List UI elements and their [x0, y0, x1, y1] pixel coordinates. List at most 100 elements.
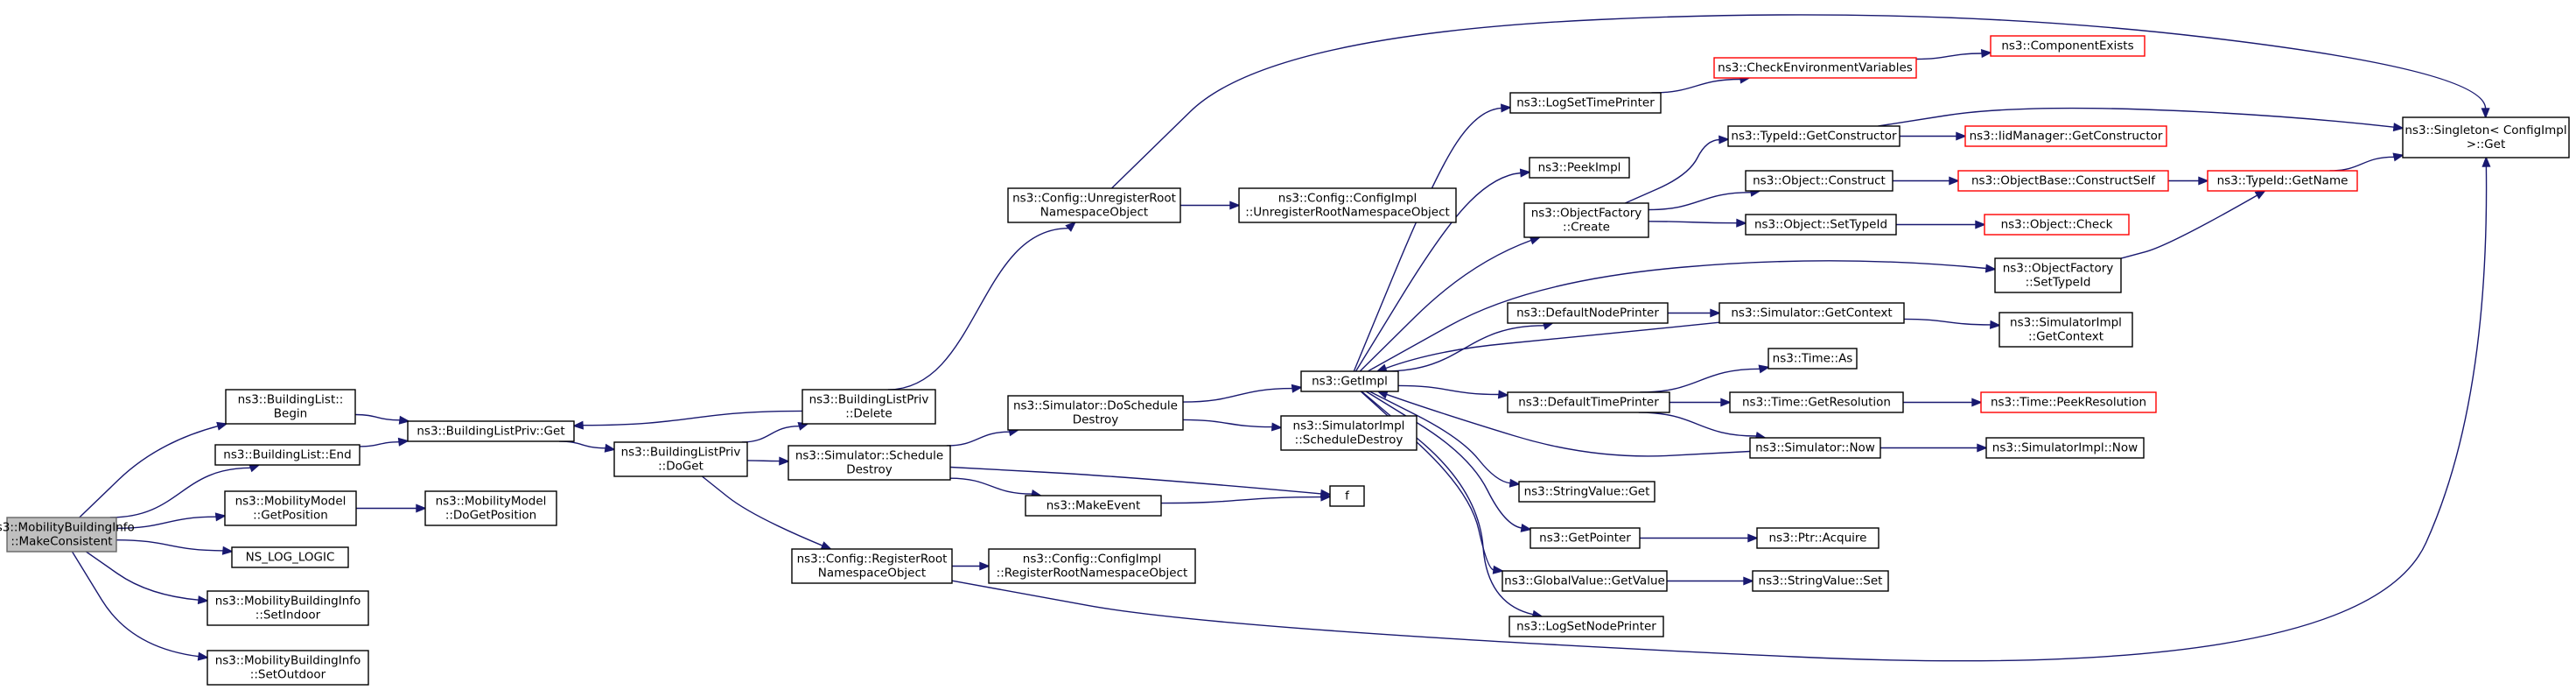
node-object-construct[interactable]: ns3::Object::Construct [1745, 170, 1894, 192]
node-get-pointer[interactable]: ns3::GetPointer [1530, 527, 1641, 549]
node-log-set-time-printer[interactable]: ns3::LogSetTimePrinter [1509, 92, 1662, 114]
node-objectbase-constructself[interactable]: ns3::ObjectBase::ConstructSelf [1957, 170, 2169, 192]
node-check-env-vars[interactable]: ns3::CheckEnvironmentVariables [1713, 57, 1917, 79]
node-box[interactable] [1518, 481, 1656, 503]
node-objfactory-settypeid[interactable]: ns3::ObjectFactory::SetTypeId [1994, 257, 2122, 293]
node-default-time-printer[interactable]: ns3::DefaultTimePrinter [1507, 391, 1670, 413]
node-bl-end[interactable]: ns3::BuildingList::End [214, 444, 360, 466]
node-box[interactable] [1713, 57, 1917, 79]
node-box[interactable] [1752, 570, 1889, 592]
node-iidmanager-getconstructor[interactable]: ns3::IidManager::GetConstructor [1964, 125, 2167, 147]
node-box[interactable] [1007, 395, 1184, 431]
node-object-check[interactable]: ns3::Object::Check [1984, 214, 2130, 236]
node-cfgimpl-unregister[interactable]: ns3::Config::ConfigImpl::UnregisterRootN… [1238, 187, 1457, 223]
node-box[interactable] [1729, 391, 1904, 413]
node-default-node-printer[interactable]: ns3::DefaultNodePrinter [1507, 302, 1669, 324]
node-set-indoor[interactable]: ns3::MobilityBuildingInfo::SetIndoor [206, 590, 369, 626]
node-sim-schedule-destroy[interactable]: ns3::Simulator::ScheduleDestroy [788, 445, 951, 481]
node-box[interactable] [224, 490, 357, 526]
node-box[interactable] [225, 389, 356, 425]
node-sim-now[interactable]: ns3::Simulator::Now [1749, 437, 1881, 459]
node-box[interactable] [1718, 302, 1905, 324]
node-box[interactable] [1238, 187, 1457, 223]
node-time-as[interactable]: ns3::Time::As [1768, 348, 1858, 370]
node-component-exists[interactable]: ns3::ComponentExists [1990, 35, 2146, 57]
node-simimpl-now[interactable]: ns3::SimulatorImpl::Now [1985, 437, 2145, 459]
node-set-outdoor[interactable]: ns3::MobilityBuildingInfo::SetOutdoor [206, 650, 369, 686]
node-bl-begin[interactable]: ns3::BuildingList::Begin [225, 389, 356, 425]
node-box[interactable] [788, 445, 951, 481]
node-box[interactable] [1529, 157, 1630, 179]
node-box[interactable] [1745, 214, 1897, 236]
node-blp-get[interactable]: ns3::BuildingListPriv::Get [407, 420, 575, 442]
node-box[interactable] [1994, 257, 2122, 293]
node-box[interactable] [2402, 116, 2570, 158]
node-box[interactable] [206, 590, 369, 626]
node-box[interactable] [1957, 170, 2169, 192]
node-get-impl[interactable]: ns3::GetImpl [1300, 370, 1399, 392]
node-box[interactable] [791, 548, 953, 584]
node-box[interactable] [1508, 616, 1664, 637]
node-simimpl-getcontext[interactable]: ns3::SimulatorImpl::GetContext [1998, 312, 2133, 348]
node-root[interactable]: ns3::MobilityBuildingInfo::MakeConsisten… [0, 517, 135, 553]
node-box[interactable] [1964, 125, 2167, 147]
node-box[interactable] [1007, 187, 1181, 223]
node-box[interactable] [206, 650, 369, 686]
node-f[interactable]: f [1329, 485, 1365, 507]
node-box[interactable] [214, 444, 360, 466]
node-cfgimpl-register[interactable]: ns3::Config::ConfigImpl::RegisterRootNam… [988, 548, 1196, 584]
node-log-set-node-printer[interactable]: ns3::LogSetNodePrinter [1508, 616, 1664, 637]
node-mm-dogetpos[interactable]: ns3::MobilityModel::DoGetPosition [424, 490, 557, 526]
node-box[interactable] [424, 490, 557, 526]
node-cfg-unregister[interactable]: ns3::Config::UnregisterRootNamespaceObje… [1007, 187, 1181, 223]
node-box[interactable] [1756, 527, 1880, 549]
node-objfactory-create[interactable]: ns3::ObjectFactory::Create [1523, 202, 1649, 238]
node-make-event[interactable]: ns3::MakeEvent [1025, 495, 1162, 517]
node-cfg-register[interactable]: ns3::Config::RegisterRootNamespaceObject [791, 548, 953, 584]
node-stringvalue-set[interactable]: ns3::StringValue::Set [1752, 570, 1889, 592]
node-mm-getpos[interactable]: ns3::MobilityModel::GetPosition [224, 490, 357, 526]
node-box[interactable] [1025, 495, 1162, 517]
node-box[interactable] [1280, 415, 1418, 451]
node-typeid-getconstructor[interactable]: ns3::TypeId::GetConstructor [1727, 125, 1900, 147]
node-box[interactable] [1985, 437, 2145, 459]
node-box[interactable] [1523, 202, 1649, 238]
node-ns-log-logic[interactable]: NS_LOG_LOGIC [231, 546, 349, 568]
node-stringvalue-get[interactable]: ns3::StringValue::Get [1518, 481, 1656, 503]
node-box[interactable] [988, 548, 1196, 584]
node-globalvalue-getvalue[interactable]: ns3::GlobalValue::GetValue [1502, 570, 1668, 592]
node-box[interactable] [1727, 125, 1900, 147]
node-box[interactable] [1984, 214, 2130, 236]
node-singleton-get[interactable]: ns3::Singleton< ConfigImpl >::Get [2402, 116, 2570, 158]
node-ptr-acquire[interactable]: ns3::Ptr::Acquire [1756, 527, 1880, 549]
node-box[interactable] [1745, 170, 1894, 192]
node-typeid-getname[interactable]: ns3::TypeId::GetName [2207, 170, 2358, 192]
node-box[interactable] [1749, 437, 1881, 459]
node-blp-delete[interactable]: ns3::BuildingListPriv::Delete [802, 389, 936, 425]
node-box[interactable] [1990, 35, 2146, 57]
node-box[interactable] [1329, 485, 1365, 507]
node-box[interactable] [407, 420, 575, 442]
node-box[interactable] [1502, 570, 1668, 592]
node-time-getresolution[interactable]: ns3::Time::GetResolution [1729, 391, 1904, 413]
node-box[interactable] [6, 517, 117, 553]
node-box[interactable] [1300, 370, 1399, 392]
node-box[interactable] [1530, 527, 1641, 549]
node-box[interactable] [1980, 391, 2157, 413]
node-sim-getcontext[interactable]: ns3::Simulator::GetContext [1718, 302, 1905, 324]
node-box[interactable] [1507, 391, 1670, 413]
node-box[interactable] [2207, 170, 2358, 192]
node-object-settypeid[interactable]: ns3::Object::SetTypeId [1745, 214, 1897, 236]
node-box[interactable] [1998, 312, 2133, 348]
node-blp-doget[interactable]: ns3::BuildingListPriv::DoGet [613, 441, 748, 477]
node-box[interactable] [1768, 348, 1858, 370]
node-box[interactable] [231, 546, 349, 568]
node-box[interactable] [1509, 92, 1662, 114]
node-simimpl-schedule-destroy[interactable]: ns3::SimulatorImpl::ScheduleDestroy [1280, 415, 1418, 451]
node-peek-impl[interactable]: ns3::PeekImpl [1529, 157, 1630, 179]
node-time-peekresolution[interactable]: ns3::Time::PeekResolution [1980, 391, 2157, 413]
node-box[interactable] [802, 389, 936, 425]
node-box[interactable] [613, 441, 748, 477]
node-box[interactable] [1507, 302, 1669, 324]
